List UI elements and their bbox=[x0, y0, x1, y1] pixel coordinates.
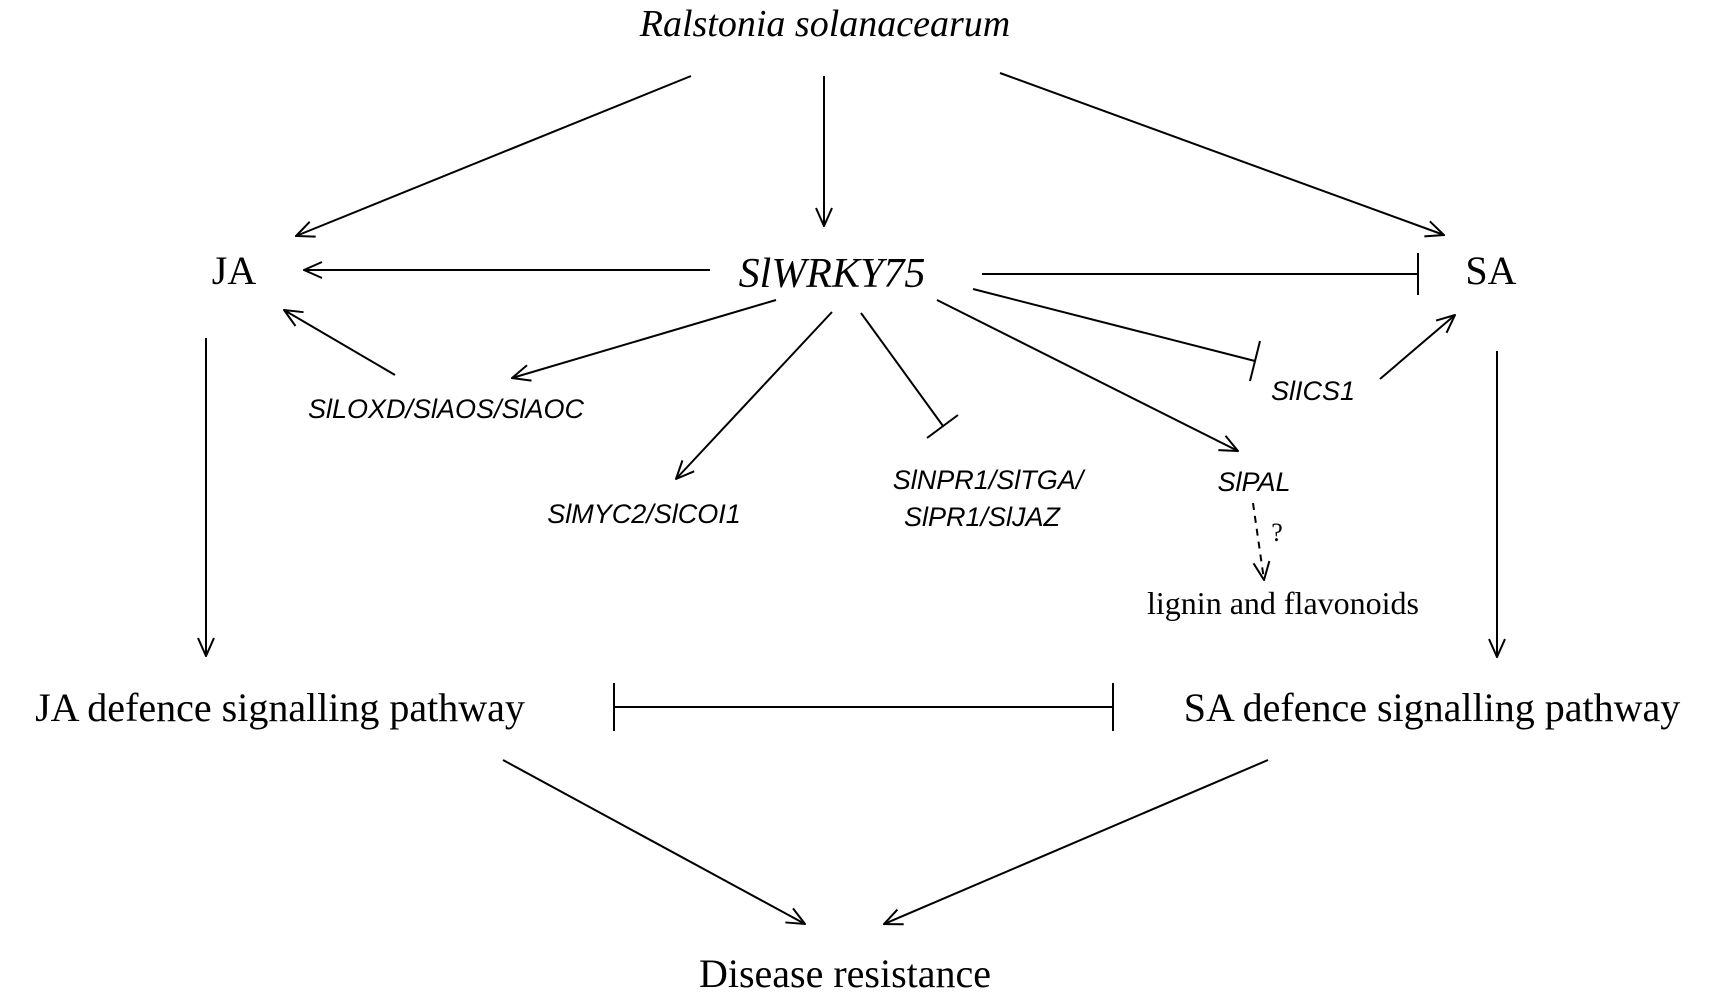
edge-ics-to-sa bbox=[1379, 315, 1455, 380]
edge-wrky-inhibits-npr-genes bbox=[860, 312, 944, 427]
pathogen-label: Ralstonia solanacearum bbox=[639, 3, 1010, 45]
edge-wrky-to-pal bbox=[936, 299, 1238, 451]
myc-genes-label: SlMYC2/SlCOI1 bbox=[547, 499, 741, 529]
npr-genes-label-line2: SlPR1/SlJAZ bbox=[904, 502, 1062, 532]
edge-wrky-inhibits-ics-bar bbox=[1249, 340, 1261, 382]
edge-wrky-to-ja-genes bbox=[512, 299, 777, 378]
npr-genes-label-line1: SlNPR1/SlTGA/ bbox=[893, 465, 1086, 495]
wrky-label: SlWRKY75 bbox=[739, 251, 926, 297]
ja-pathway-label: JA defence signalling pathway bbox=[35, 685, 525, 730]
question-label: ? bbox=[1271, 518, 1283, 547]
lignin-label: lignin and flavonoids bbox=[1147, 585, 1419, 621]
ics-label: SlICS1 bbox=[1271, 376, 1355, 406]
resistance-label: Disease resistance bbox=[699, 951, 991, 993]
sa-pathway-label: SA defence signalling pathway bbox=[1184, 685, 1681, 730]
edge-pathogen-to-ja bbox=[296, 75, 692, 236]
edge-wrky-to-myc-genes bbox=[676, 311, 833, 479]
ja-label: JA bbox=[212, 248, 257, 293]
edge-wrky-inhibits-npr-genes-bar bbox=[926, 414, 959, 439]
pal-label: SlPAL bbox=[1217, 467, 1290, 497]
edge-ja-genes-to-ja bbox=[284, 310, 396, 376]
edge-wrky-inhibits-ics bbox=[972, 288, 1256, 362]
edge-pal-to-lignin bbox=[1252, 502, 1264, 580]
edge-sa-pathway-to-resistance bbox=[884, 759, 1269, 924]
edge-pathogen-to-sa bbox=[999, 72, 1444, 235]
ja-genes-label: SlLOXD/SlAOS/SlAOC bbox=[308, 394, 585, 424]
sa-label: SA bbox=[1465, 248, 1516, 293]
edge-ja-pathway-to-resistance bbox=[502, 759, 805, 924]
